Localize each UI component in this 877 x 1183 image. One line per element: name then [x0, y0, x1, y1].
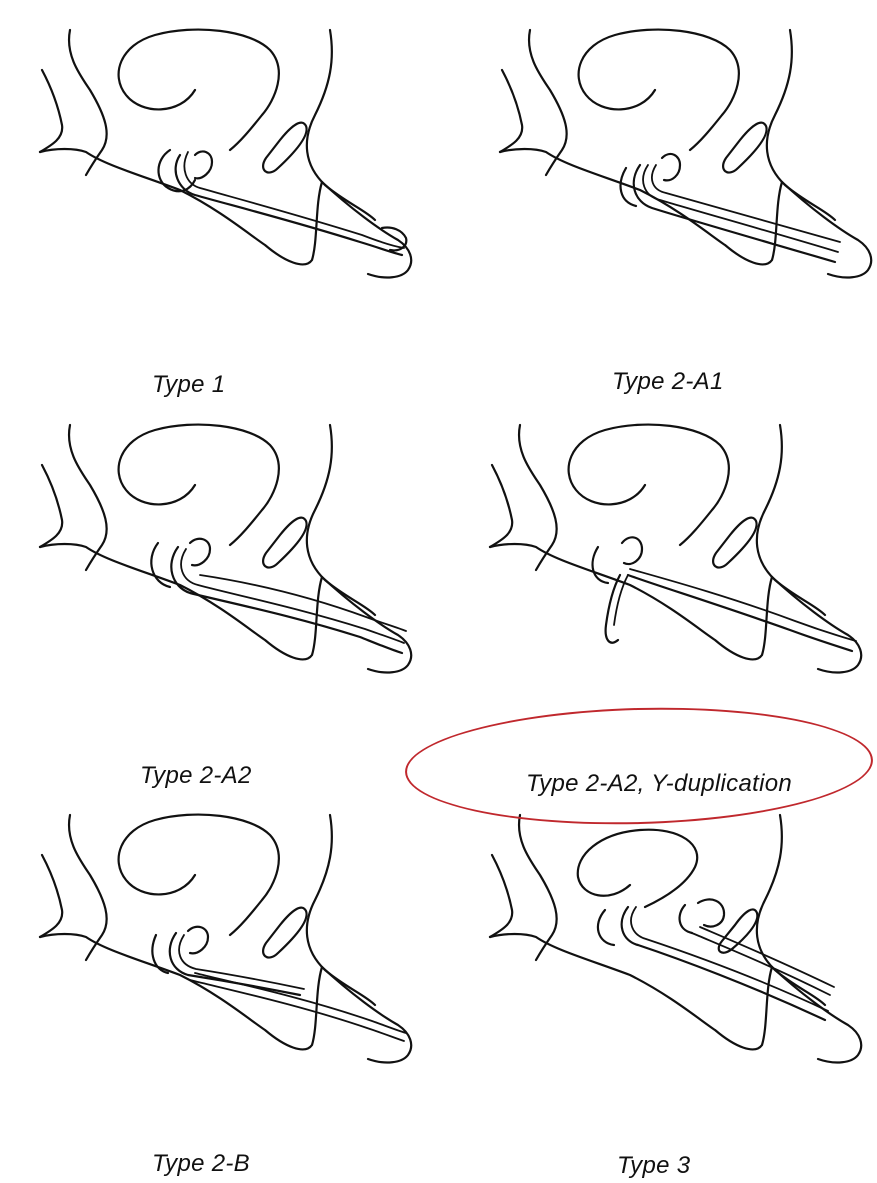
- caption-type-1: Type 1: [152, 371, 225, 399]
- caption-type-2-a2-y-duplication: Type 2-A2, Y-duplication: [526, 770, 792, 798]
- panel-type-2-a1: [500, 30, 871, 278]
- caption-type-3: Type 3: [617, 1152, 690, 1180]
- panel-type-2-a2-y-duplication: [490, 425, 861, 673]
- caption-type-2-a2: Type 2-A2: [140, 762, 252, 790]
- panel-type-3: [490, 815, 861, 1062]
- caption-type-2-b: Type 2-B: [152, 1150, 250, 1178]
- caption-type-2-a1: Type 2-A1: [612, 368, 724, 396]
- panel-type-2-a2: [40, 425, 411, 673]
- panel-type-1: [40, 30, 411, 278]
- panel-type-2-b: [40, 815, 411, 1063]
